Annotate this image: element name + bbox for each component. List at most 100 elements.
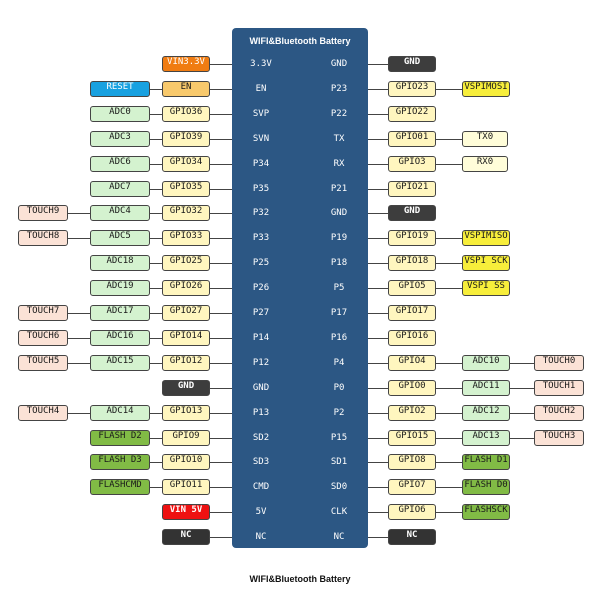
connector-line xyxy=(210,487,232,488)
connector-line xyxy=(210,213,232,214)
left-function-label: ADC6 xyxy=(90,156,150,172)
left-pin-label: GPIO11 xyxy=(162,479,210,495)
connector-line xyxy=(210,512,232,513)
left-board-pin: P33 xyxy=(252,233,270,243)
connector-line xyxy=(368,438,388,439)
left-board-pin: CMD xyxy=(252,482,270,492)
left-function-label: ADC17 xyxy=(90,305,150,321)
right-board-pin: P16 xyxy=(330,333,348,343)
left-function-label: RESET xyxy=(90,81,150,97)
connector-line xyxy=(368,537,388,538)
right-board-pin: P5 xyxy=(333,283,345,293)
left-function-label: ADC15 xyxy=(90,355,150,371)
connector-line xyxy=(210,139,232,140)
connector-line xyxy=(210,164,232,165)
connector-line xyxy=(368,64,388,65)
left-board-pin: P26 xyxy=(252,283,270,293)
right-function-label: ADC10 xyxy=(462,355,510,371)
connector-line xyxy=(150,413,162,414)
left-board-pin: P34 xyxy=(252,159,270,169)
connector-line xyxy=(150,487,162,488)
right-board-pin: P22 xyxy=(330,109,348,119)
right-pin-label: GPIO17 xyxy=(388,305,436,321)
right-board-pin: GND xyxy=(330,208,348,218)
right-pin-label: GND xyxy=(388,56,436,72)
connector-line xyxy=(368,413,388,414)
connector-line xyxy=(436,413,462,414)
connector-line xyxy=(210,114,232,115)
connector-line xyxy=(150,313,162,314)
left-function-label: FLASH D3 xyxy=(90,454,150,470)
connector-line xyxy=(436,263,462,264)
connector-line xyxy=(368,164,388,165)
left-pin-label: VIN3.3V xyxy=(162,56,210,72)
right-pin-label: NC xyxy=(388,529,436,545)
connector-line xyxy=(436,438,462,439)
right-function-label: VSPIMOSI xyxy=(462,81,510,97)
left-pin-label: GPIO39 xyxy=(162,131,210,147)
right-pin-label: GPIO6 xyxy=(388,504,436,520)
left-function-label: ADC3 xyxy=(90,131,150,147)
left-pin-label: GPIO32 xyxy=(162,205,210,221)
connector-line xyxy=(68,213,90,214)
connector-line xyxy=(368,263,388,264)
connector-line xyxy=(68,238,90,239)
left-touch-label: TOUCH9 xyxy=(18,205,68,221)
connector-line xyxy=(210,189,232,190)
left-board-pin: EN xyxy=(255,84,267,94)
right-pin-label: GPIO23 xyxy=(388,81,436,97)
right-touch-label: TOUCH2 xyxy=(534,405,584,421)
left-board-pin: P27 xyxy=(252,308,270,318)
connector-line xyxy=(150,363,162,364)
connector-line xyxy=(150,438,162,439)
right-pin-label: GND xyxy=(388,205,436,221)
right-board-pin: P19 xyxy=(330,233,348,243)
left-function-label: FLASHCMD xyxy=(90,479,150,495)
right-function-label: TX0 xyxy=(462,131,508,147)
left-touch-label: TOUCH6 xyxy=(18,330,68,346)
left-pin-label: GPIO14 xyxy=(162,330,210,346)
left-pin-label: GPIO34 xyxy=(162,156,210,172)
right-board-pin: GND xyxy=(330,59,348,69)
left-pin-label: GPIO27 xyxy=(162,305,210,321)
left-board-pin: SD2 xyxy=(252,433,270,443)
right-pin-label: GPIO2 xyxy=(388,405,436,421)
left-pin-label: GPIO33 xyxy=(162,230,210,246)
left-board-pin: SVP xyxy=(252,109,270,119)
left-function-label: ADC7 xyxy=(90,181,150,197)
connector-line xyxy=(210,537,232,538)
connector-line xyxy=(368,388,388,389)
right-pin-label: GPIO3 xyxy=(388,156,436,172)
connector-line xyxy=(68,363,90,364)
right-board-pin: P0 xyxy=(333,383,345,393)
connector-line xyxy=(210,263,232,264)
connector-line xyxy=(436,388,462,389)
connector-line xyxy=(210,413,232,414)
connector-line xyxy=(368,487,388,488)
connector-line xyxy=(150,338,162,339)
left-touch-label: TOUCH4 xyxy=(18,405,68,421)
connector-line xyxy=(436,363,462,364)
right-function-label: ADC12 xyxy=(462,405,510,421)
right-function-label: ADC13 xyxy=(462,430,510,446)
connector-line xyxy=(368,213,388,214)
right-board-pin: P15 xyxy=(330,433,348,443)
connector-line xyxy=(436,288,462,289)
right-board-pin: CLK xyxy=(330,507,348,517)
right-board-pin: P2 xyxy=(333,408,345,418)
left-board-pin: P25 xyxy=(252,258,270,268)
left-touch-label: TOUCH5 xyxy=(18,355,68,371)
left-function-label: ADC0 xyxy=(90,106,150,122)
connector-line xyxy=(436,238,462,239)
connector-line xyxy=(368,89,388,90)
left-board-pin: P14 xyxy=(252,333,270,343)
left-pin-label: NC xyxy=(162,529,210,545)
connector-line xyxy=(368,114,388,115)
left-pin-label: GPIO13 xyxy=(162,405,210,421)
connector-line xyxy=(436,164,462,165)
connector-line xyxy=(510,363,534,364)
right-function-label: FLASHSCK xyxy=(462,504,510,520)
connector-line xyxy=(150,114,162,115)
left-function-label: ADC5 xyxy=(90,230,150,246)
left-pin-label: EN xyxy=(162,81,210,97)
